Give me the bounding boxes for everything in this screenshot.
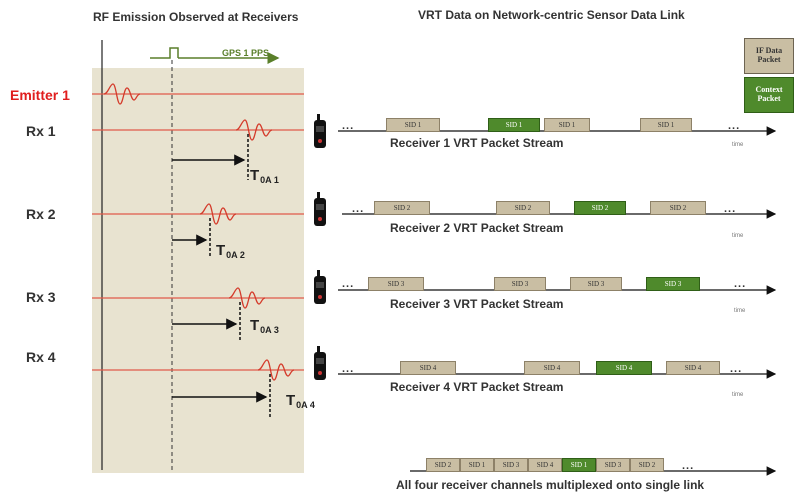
stream-4-packet: SID 4	[666, 361, 720, 375]
stream-1-packet: SID 1	[386, 118, 440, 132]
stream-2-caption: Receiver 2 VRT Packet Stream	[390, 221, 564, 235]
multiplexed-caption: All four receiver channels multiplexed o…	[396, 478, 705, 492]
rx-4-label: Rx 4	[26, 349, 56, 365]
stream-4-packet: SID 4	[524, 361, 580, 375]
radio-icon	[314, 270, 326, 304]
stream-1-context-packet: SID 1	[488, 118, 540, 132]
stream-4-ellipsis-start: ...	[342, 363, 355, 375]
stream-1-ellipsis-end: ...	[728, 120, 741, 132]
stream-2-ellipsis-start: ...	[352, 203, 365, 215]
rx-2-label: Rx 2	[26, 206, 56, 222]
stream-2-packet: SID 2	[374, 201, 430, 215]
observation-panel	[92, 68, 304, 473]
rx3-rf-row	[92, 287, 304, 342]
stream-2-packet: SID 2	[496, 201, 550, 215]
toa-label-4: T0A 4	[286, 392, 315, 410]
stream-3-context-packet: SID 3	[646, 277, 700, 291]
radio-icon	[314, 114, 326, 148]
toa-label-3: T0A 3	[250, 317, 279, 335]
stream-3-packet: SID 3	[570, 277, 622, 291]
stream-2-packet: SID 2	[650, 201, 706, 215]
stream-4-context-packet: SID 4	[596, 361, 652, 375]
stream-1-caption: Receiver 1 VRT Packet Stream	[390, 136, 564, 150]
stream-1-packet: SID 1	[640, 118, 692, 132]
radio-icon	[314, 192, 326, 226]
stream-3-packet: SID 3	[368, 277, 424, 291]
rx2-rf-row	[92, 203, 304, 258]
stream-1-packet: SID 1	[544, 118, 590, 132]
multiplexed-packet: SID 3	[494, 458, 528, 472]
emitter-waveform	[103, 83, 141, 105]
stream-4-ellipsis-end: ...	[730, 363, 743, 375]
stream-4-caption: Receiver 4 VRT Packet Stream	[390, 380, 564, 394]
stream-3-ellipsis-end: ...	[734, 278, 747, 290]
left-title: RF Emission Observed at Receivers	[93, 10, 299, 24]
legend-if-data-packet: IF Data Packet	[744, 38, 794, 74]
stream-3-caption: Receiver 3 VRT Packet Stream	[390, 297, 564, 311]
rx4-rf-row	[92, 359, 304, 418]
multiplexed-packet: SID 1	[460, 458, 494, 472]
right-title: VRT Data on Network-centric Sensor Data …	[418, 8, 685, 22]
gps-label: GPS 1 PPS	[222, 48, 270, 58]
toa-label-2: T0A 2	[216, 242, 245, 260]
multiplexed-packet: SID 2	[426, 458, 460, 472]
multiplexed-packet: SID 3	[596, 458, 630, 472]
stream-2-time-label: time	[732, 233, 744, 239]
stream-3-packet: SID 3	[494, 277, 546, 291]
multiplexed-packet: SID 2	[630, 458, 664, 472]
toa-label-1: T0A 1	[250, 167, 279, 185]
radio-icon	[314, 346, 326, 380]
stream-2-context-packet: SID 2	[574, 201, 626, 215]
multiplexed-packet: SID 4	[528, 458, 562, 472]
multiplexed-ellipsis: ...	[682, 460, 695, 472]
multiplexed-context-packet: SID 1	[562, 458, 596, 472]
stream-4-time-label: time	[732, 392, 744, 398]
stream-1-time-label: time	[732, 142, 744, 148]
rx-3-label: Rx 3	[26, 289, 56, 305]
emitter-label: Emitter 1	[10, 87, 70, 103]
gps-pulse	[150, 47, 179, 59]
legend-context-packet: Context Packet	[744, 77, 794, 113]
rx1-rf-row	[92, 119, 304, 180]
stream-3-ellipsis-start: ...	[342, 278, 355, 290]
stream-4-packet: SID 4	[400, 361, 456, 375]
stream-2-ellipsis-end: ...	[724, 203, 737, 215]
stream-1-ellipsis-start: ...	[342, 120, 355, 132]
rx-1-label: Rx 1	[26, 123, 56, 139]
stream-3-time-label: time	[734, 308, 746, 314]
